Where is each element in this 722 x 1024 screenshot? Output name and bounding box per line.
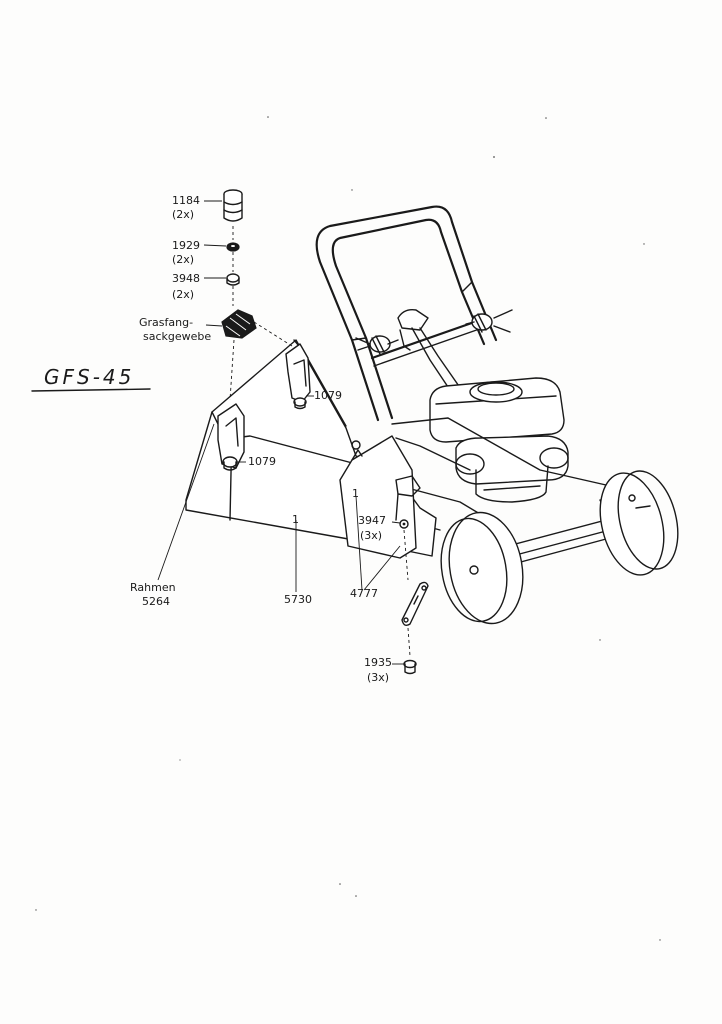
part-1929-washer xyxy=(226,242,240,252)
label-4777: 4777 xyxy=(350,587,378,600)
leader-3947 xyxy=(391,521,401,524)
label-5730: 5730 xyxy=(284,593,312,606)
label-3947-number: 3947 xyxy=(358,514,386,527)
frame-bracket-left xyxy=(217,403,245,469)
label-index-1-frame: 1 xyxy=(292,513,299,526)
part-grass-bag-fabric xyxy=(221,309,257,339)
rear-wheel-right xyxy=(599,470,679,576)
label-1079-lower: 1079 xyxy=(248,455,276,468)
label-1079-upper: 1079 xyxy=(314,389,342,402)
model-underline xyxy=(31,388,151,392)
label-rahmen-name: Rahmen xyxy=(130,581,176,594)
label-1929-number: 1929 xyxy=(172,239,200,252)
label-grasfang-line1: Grasfang- xyxy=(139,316,194,329)
label-1935-number: 1935 xyxy=(364,656,392,669)
leader-rahmen xyxy=(157,423,215,581)
scan-speckles xyxy=(35,116,661,941)
bolt-1079-upper xyxy=(293,397,307,410)
label-3947-qty: (3x) xyxy=(360,529,383,542)
leader-4777-b xyxy=(363,545,401,591)
handle-knob-left xyxy=(355,335,399,355)
leader-4777-a xyxy=(355,495,363,591)
part-1184-sleeve xyxy=(223,189,243,222)
part-3947-nut xyxy=(399,519,409,529)
leader-1929 xyxy=(203,244,227,247)
axis-bag-upper xyxy=(253,321,293,347)
model-designation: GFS-45 xyxy=(44,365,135,389)
handle-knob-right xyxy=(465,309,513,333)
engine xyxy=(429,377,569,503)
label-1184-qty: (2x) xyxy=(172,208,195,221)
label-rahmen-number: 5264 xyxy=(142,595,170,608)
label-1935-qty: (3x) xyxy=(367,671,390,684)
label-3948-number: 3948 xyxy=(172,272,200,285)
axis-3947-link xyxy=(403,529,409,581)
leader-grasfang xyxy=(205,324,223,327)
frame-bracket-upper xyxy=(285,343,311,403)
label-index-1-plate: 1 xyxy=(352,487,359,500)
axis-bag-bracket xyxy=(229,339,235,401)
part-1935-bolt xyxy=(403,659,417,675)
front-wheel-left xyxy=(440,511,524,625)
part-link-bar xyxy=(401,581,429,627)
part-3948-nut xyxy=(226,273,240,286)
grass-catcher-frame xyxy=(185,339,437,559)
axis-link-1935 xyxy=(407,627,411,657)
label-1929-qty: (2x) xyxy=(172,253,195,266)
label-1184-number: 1184 xyxy=(172,194,200,207)
label-3948-qty: (2x) xyxy=(172,288,195,301)
label-grasfang-line2: sackgewebe xyxy=(143,330,212,343)
